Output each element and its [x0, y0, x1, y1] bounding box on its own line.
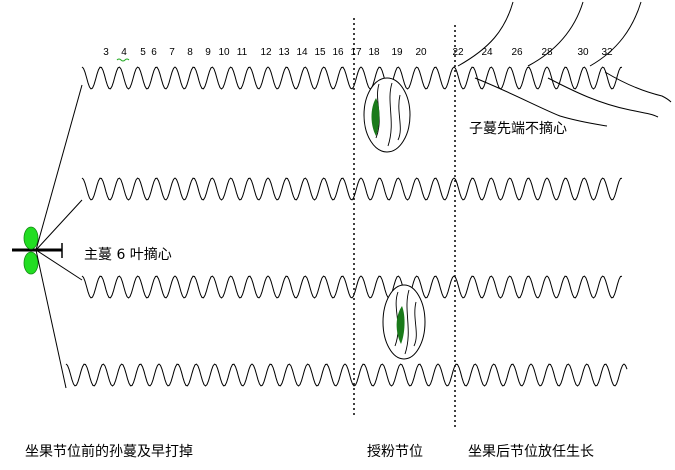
node-number: 15: [314, 47, 326, 58]
node-number: 18: [368, 47, 380, 58]
node-number: 4: [121, 47, 127, 58]
node-number: 12: [260, 47, 272, 58]
node-4-underline: [116, 58, 130, 62]
lateral-connector-2: [35, 199, 83, 251]
secondary-shoot-down-2: [547, 77, 659, 118]
node-number: 17: [350, 47, 362, 58]
cotyledon-top: [23, 226, 39, 250]
bottom-right-caption: 坐果后节位放任生长: [468, 444, 594, 460]
lateral-connector-4: [35, 249, 67, 389]
node-number: 6: [151, 47, 157, 58]
node-number: 13: [278, 47, 290, 58]
lateral-vine-3: [81, 275, 623, 299]
lateral-vine-1: [81, 66, 623, 90]
lateral-vine-2: [81, 177, 623, 201]
bottom-left-caption: 坐果节位前的孙蔓及早打掉: [25, 443, 193, 460]
node-number: 7: [169, 47, 175, 58]
node-number: 5: [140, 47, 146, 58]
secondary-shoot-down-1: [474, 77, 608, 127]
node-number: 32: [601, 47, 613, 58]
fruit-lower: [382, 284, 426, 360]
node-number: 20: [415, 47, 427, 58]
secondary-shoot-up-3: [589, 1, 642, 67]
node-number: 22: [452, 47, 464, 58]
cotyledon-bottom: [23, 251, 39, 275]
lateral-connector-1: [35, 84, 83, 251]
node-number: 11: [237, 47, 248, 58]
node-number: 9: [205, 47, 211, 58]
node-number: 3: [103, 47, 109, 58]
node-number: 19: [391, 47, 403, 58]
bottom-mid-caption: 授粉节位: [367, 444, 423, 460]
node-number: 24: [481, 47, 493, 58]
node-number: 14: [296, 47, 308, 58]
node-number: 8: [187, 47, 193, 58]
node-number: 28: [541, 47, 553, 58]
node-number: 16: [332, 47, 344, 58]
node-number: 10: [218, 47, 230, 58]
lateral-vine-4: [65, 363, 628, 387]
fruit-upper: [363, 77, 411, 153]
lateral-tip-label: 子蔓先端不摘心: [469, 120, 567, 137]
secondary-shoot-down-3: [604, 71, 672, 103]
node-number: 30: [577, 47, 589, 58]
lateral-connector-3: [35, 249, 83, 281]
secondary-shoot-up-2: [527, 1, 584, 67]
secondary-shoot-up-1: [457, 1, 514, 67]
main-vine-pinch-label: 主蔓 6 叶摘心: [84, 246, 172, 263]
node-number: 26: [511, 47, 523, 58]
